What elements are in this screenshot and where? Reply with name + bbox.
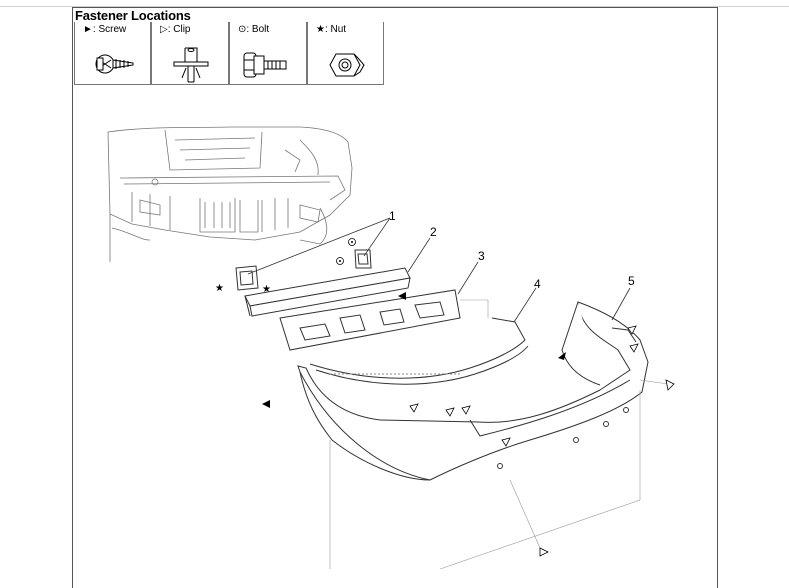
fastener-markers — [262, 292, 566, 408]
callout-4-leader — [513, 287, 537, 323]
callout-1: 1 — [389, 209, 396, 223]
legend-label-clip: ▷: Clip — [160, 24, 191, 35]
svg-text:★: ★ — [215, 283, 224, 294]
top-bar — [0, 0, 789, 7]
callout-4: 4 — [534, 277, 541, 291]
clip-icon — [173, 47, 209, 83]
legend-cell-bolt: ⊙: Bolt — [229, 22, 307, 85]
bolt-markers — [336, 238, 356, 265]
vehicle-rear-body — [107, 126, 353, 262]
back-beam-part-2 — [244, 267, 411, 317]
legend-cell-clip: ▷: Clip — [151, 22, 229, 85]
callout-5: 5 — [628, 274, 635, 288]
clip-markers — [409, 325, 675, 557]
bolt-icon — [243, 52, 287, 78]
svg-text:★: ★ — [262, 284, 271, 295]
absorber-part-3 — [279, 289, 461, 351]
projection-lines — [329, 379, 669, 569]
legend-title: Fastener Locations — [75, 8, 191, 23]
callout-5-leader — [611, 287, 631, 321]
callout-3-leader — [457, 261, 479, 295]
screw-marker — [398, 292, 406, 300]
rear-bumper-cover-part-5 — [297, 301, 649, 481]
callout-1-leaders — [247, 217, 391, 275]
guide-line — [460, 299, 489, 318]
lower-cover-part-4 — [309, 317, 529, 385]
legend-cell-screw: ►: Screw — [74, 22, 151, 85]
callout-2: 2 — [430, 225, 437, 239]
callout-2-leader — [407, 237, 431, 273]
legend-cell-nut: ★: Nut — [307, 22, 384, 85]
screw-marker — [558, 352, 566, 360]
diagram-frame — [72, 7, 718, 588]
nut-icon — [329, 53, 365, 77]
screw-icon — [95, 54, 134, 74]
screw-marker — [262, 400, 270, 408]
legend-label-bolt: ⊙: Bolt — [238, 24, 270, 35]
legend-label-nut: ★: Nut — [316, 24, 347, 35]
fastener-legend: ►: Screw ▷: Clip ⊙: Bolt ★: — [74, 22, 384, 86]
callout-3: 3 — [478, 249, 485, 263]
legend-label-screw: ►: Screw — [83, 24, 127, 35]
nut-markers: ★ ★ — [215, 283, 271, 295]
rear-bumper-exploded-diagram: ★ ★ 1 2 3 4 5 — [107, 126, 675, 569]
